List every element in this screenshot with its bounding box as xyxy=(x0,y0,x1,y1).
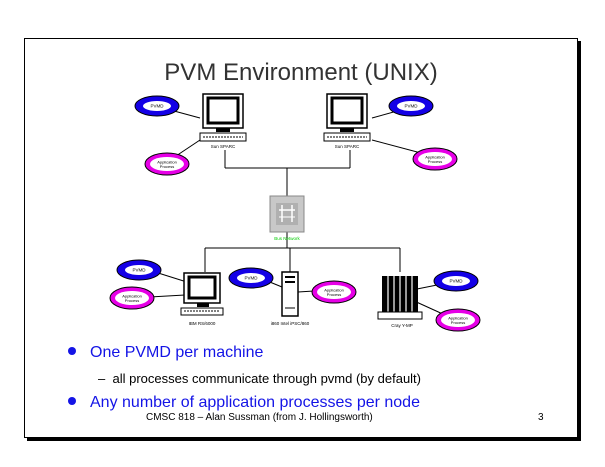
application-process-oval: Application Process xyxy=(144,152,190,176)
svg-text:PVMD: PVMD xyxy=(404,104,418,109)
sun-sparc-left-label: Sun SPARC xyxy=(211,144,236,149)
bullet-text: Any number of application processes per … xyxy=(90,394,420,411)
svg-text:Process: Process xyxy=(125,298,139,303)
subbullet-communicate: – all processes communicate through pvmd… xyxy=(98,371,421,386)
cray-label: Cray Y-MP xyxy=(391,323,413,328)
pvmd-oval: PVMD xyxy=(134,95,180,117)
cray-ymp-computer: Cray Y-MP xyxy=(377,276,423,328)
pvmd-oval: PVMD xyxy=(433,270,479,292)
bus-network-hub: Bus Network xyxy=(269,195,305,241)
svg-text:Application: Application xyxy=(425,155,445,160)
svg-text:Application: Application xyxy=(448,316,468,321)
svg-text:PVMD: PVMD xyxy=(150,104,164,109)
svg-text:Process: Process xyxy=(428,159,442,164)
ibm-label: IBM RS/6000 xyxy=(189,321,216,326)
application-process-oval: Application Process xyxy=(311,280,357,304)
svg-text:Application: Application xyxy=(122,294,142,299)
svg-text:Application: Application xyxy=(157,160,177,165)
subbullet-dash: – xyxy=(98,371,106,386)
slide: PVM Environment (UNIX) xyxy=(24,38,578,438)
subbullet-text: all processes communicate through pvmd (… xyxy=(112,371,422,386)
bullet-dot xyxy=(68,346,76,355)
svg-text:Process: Process xyxy=(451,320,465,325)
slide-footer: CMSC 818 – Alan Sussman (from J. Holling… xyxy=(146,412,373,423)
pvmd-oval: PVMD xyxy=(388,95,434,117)
svg-text:PVMD: PVMD xyxy=(244,276,258,281)
bullet-text: One PVMD per machine xyxy=(90,344,264,361)
application-process-oval: Application Process xyxy=(412,147,458,171)
bullet-dot xyxy=(68,396,76,405)
page-number: 3 xyxy=(538,412,544,423)
intel-ipsc-tower: i860 Intel iPSC/860 xyxy=(271,271,310,326)
intel-label: i860 Intel iPSC/860 xyxy=(271,321,310,326)
bus-network-label: Bus Network xyxy=(274,236,300,241)
svg-text:PVMD: PVMD xyxy=(449,279,463,284)
application-process-oval: Application Process xyxy=(435,308,481,332)
pvmd-oval: PVMD xyxy=(228,267,274,289)
slide-title: PVM Environment (UNIX) xyxy=(164,59,438,86)
ibm-rs6000-computer: IBM RS/6000 xyxy=(180,272,224,326)
sun-sparc-right-computer: Sun SPARC xyxy=(323,93,371,149)
svg-text:Process: Process xyxy=(160,164,174,169)
application-process-oval: Application Process xyxy=(109,286,155,310)
sun-sparc-right-label: Sun SPARC xyxy=(335,144,360,149)
sun-sparc-left-computer: Sun SPARC xyxy=(199,93,247,149)
bullet-app-processes: Any number of application processes per … xyxy=(68,394,420,412)
svg-text:PVMD: PVMD xyxy=(132,268,146,273)
pvmd-oval: PVMD xyxy=(116,259,162,281)
svg-text:Application: Application xyxy=(324,288,344,293)
bullet-one-pvmd: One PVMD per machine xyxy=(68,344,263,362)
svg-text:Process: Process xyxy=(327,292,341,297)
